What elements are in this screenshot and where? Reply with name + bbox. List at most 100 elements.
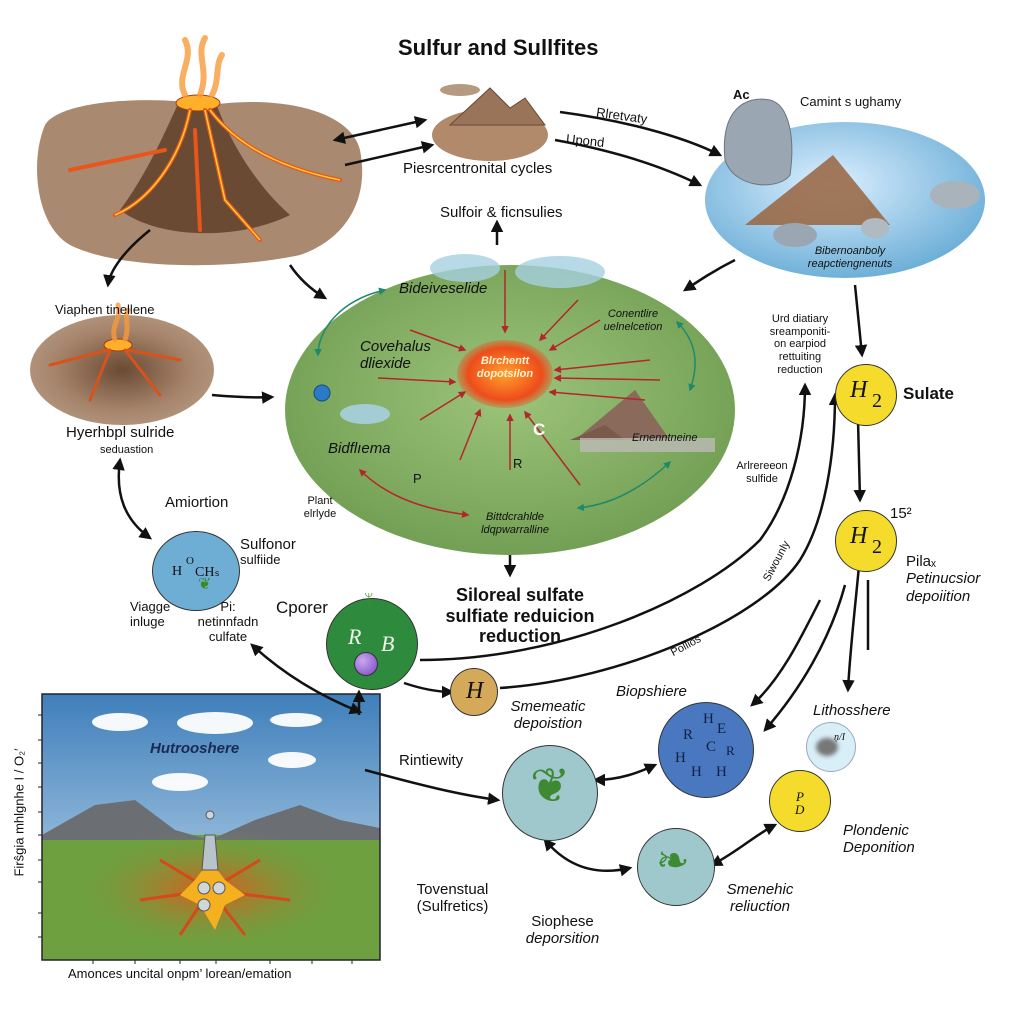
ellipse-label-left-line1: Covehalus [360,338,431,355]
leaf-icon: ❧ [656,839,690,883]
hydrosphere-y-axis-label: Firŝgia mhlgnhe I / O₂′ [11,748,27,877]
sulfonor-o: O [186,555,194,567]
ellipse-label-right-line2: uelnelcetion [603,320,663,333]
h2-pila-subscript: 2 [872,536,882,558]
viagge-label-line1: Viagge [130,599,171,614]
sulfonor-label-line2: sulfiide [240,552,281,568]
pd-top: P [796,789,804,804]
sulfonor-label: Sulfonor sulfiide [240,536,296,568]
h2-pila-label: Pilaₓ Petinucsior depoiition [906,553,980,605]
molecule-h-br: H [716,764,727,780]
below-center-line1: Siloreal sulfate [455,585,585,605]
right-note-line3: on earpiod [774,338,826,351]
ellipse-label-lower-left: Bidflıema [328,440,391,457]
tovenstual-line2: (Sulfretics) [416,898,489,916]
core-label-line1: Blrchentt [480,355,530,367]
below-center-label: Siloreal sulfate sulfiate reduicion redu… [425,585,615,647]
arrow-label-arlrereeon-line2: sulfide [746,472,778,485]
h2-pila-superscript: 15² [890,505,912,522]
plant-node-large [502,745,598,841]
siophese-line2: deporsition [525,930,600,948]
smemeatic-line1: Smemeatic [510,698,586,715]
hydrosphere-heading: Hutrooshere [150,740,240,757]
h2-pila-label-line3: depoiition [906,587,971,605]
pi-label: Pi: netinnfadn culfate [188,599,268,645]
molecule-e: E [717,721,727,737]
h2-pila-label-line2: Petinucsior [906,570,981,588]
plant-node-small [637,828,715,906]
sprout-icon: ᛘ [364,592,374,609]
hydrosphere-x-axis-label: Amonces uncital onpm’ lorean/emation [68,966,292,981]
cporer-letter-2: B [381,631,395,656]
plant-chyde-line2: elrlyde [303,507,337,520]
plant-icon: ❦ [530,760,571,813]
right-note-line2: sreamponiti- [769,325,831,338]
top-right-caption-line2: reapctiengnenuts [807,257,893,270]
molecule-k: R [726,743,735,758]
tovenstual-label: Tovenstual (Sulfretics) [400,881,505,916]
pd-bottom: D [795,802,805,817]
ellipse-label-bottom-line2: ldqpwarralline [481,523,549,536]
seedling-icon: ❦ [198,576,212,593]
core-label: Blrchentt dopotsilon [463,355,547,380]
arrow-label-arlrereeon-line1: Arlrereeon [736,460,788,472]
purple-sphere [354,652,378,676]
sulfonor-node [152,531,240,611]
volcano-small-illustration [30,302,214,425]
left-volcano-label-bottom: Hyerhbpl sulride [66,424,175,441]
viagge-label: Viagge inluge [130,599,171,630]
lithosshere-label: Lithosshere [813,702,891,719]
lithosphere-node-text: ņ/I [834,732,846,743]
ellipse-label-mountain: Ernenntneine [632,432,698,444]
top-right-heading: Camint s ughamy [800,94,902,109]
h2-sulate-node [835,364,897,426]
ellipse-label-right-line1: Conentlire [607,308,659,320]
atmosphere-ellipse [705,98,985,278]
h2-sulate-label: Sulate [903,384,955,403]
volcano-large-illustration [37,35,363,266]
molecule-node [658,702,754,798]
ellipse-letter-c: C [533,420,546,439]
h2-pila-node [835,510,897,572]
left-volcano-label-top: Viaphen tinellene [55,302,155,317]
sulfonor-label-line1: Sulfonor [240,536,296,553]
plondenic-line2: Deponition [843,839,915,857]
amiortion-label: Amiortion [165,494,229,511]
siophese-label: Siophese deporsition [505,913,620,948]
sulfonor-h: H [172,564,183,579]
below-center-line2: sulfiate reduicion [445,605,595,626]
top-right-caption: Bibernoanboly reapctiengnenuts [795,245,905,270]
ellipse-label-right: Conentlire uelnelcetion [588,308,678,333]
h2-pila-symbol: H [850,523,868,549]
ellipse-label-left: Covehalus dliexide [360,338,431,373]
siophese-line1: Siophese [531,913,594,930]
rintiewity-label: Rintiewity [399,752,464,769]
molecule-h-left: H [675,750,686,766]
right-note: Urd diatiary sreamponiti- on earpiod ret… [760,313,840,376]
diagram-title: Sulfur and Sullfites [398,35,599,60]
pi-label-line3: culfate [208,628,248,644]
plondenic-label: Plondenic Deponition [843,822,915,857]
molecule-h-top: H [703,711,714,727]
biopshiere-label: Biopshiere [616,683,687,700]
ellipse-letter-p: P [413,471,422,486]
molecule-r: R [683,727,694,743]
sulfonor-ch: CHₛ [195,565,220,580]
cporer-node [326,598,418,690]
arrow-label-arlrereeon: Arlrereeon sulfide [727,460,797,485]
core-label-line2: dopotsilon [476,367,534,380]
h-node [450,668,498,716]
right-note-line1: Urd diatiary [771,313,829,325]
ellipse-label-top: Bideiveselide [399,280,488,297]
pi-label-line2: netinnfadn [197,613,259,629]
ellipse-label-left-line2: dliexide [360,355,411,373]
ellipse-label-bottom-line1: Bittdcrahlde [485,511,545,523]
pd-node [769,770,831,832]
smenehic-line1: Smenehic [726,881,794,898]
smenehic-line2: reliuction [729,898,791,916]
below-center-line3: reduction [478,626,561,647]
top-center-caption: Piesrcentronital cycles [403,160,553,177]
right-note-line4: rettuiting [778,350,822,363]
sulfoir-subheading: Sulfoir & ficnsulies [440,204,563,221]
